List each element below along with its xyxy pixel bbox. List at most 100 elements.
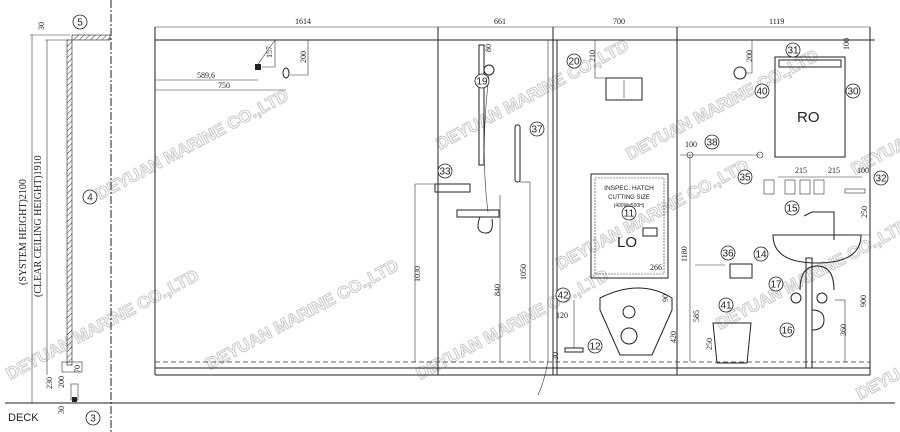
callout-number: 14 (755, 250, 767, 261)
callout-number: 40 (756, 87, 768, 98)
dimension-v: 840 (493, 284, 502, 296)
callout-40: 40 (754, 83, 770, 99)
callout-circle (845, 83, 861, 99)
callout-41: 41 (718, 297, 734, 313)
callout-number: 5 (77, 18, 83, 29)
watermark-text: DEYUAN MARINE CO.,LTD (203, 256, 402, 374)
dimension-v: 200 (299, 51, 308, 63)
room-frame (154, 26, 875, 396)
watermark-text: DEYUAN MARINE CO.,LTD (413, 266, 612, 384)
callout-circle (82, 189, 98, 205)
dimension-v: 230 (45, 377, 54, 389)
callout-circle (85, 410, 101, 426)
dimension-h: 120 (556, 311, 568, 320)
dimension-v: 200 (57, 376, 66, 388)
dimension-v: 90 (661, 294, 670, 302)
callout-circle (718, 297, 734, 313)
callout-number: 30 (847, 87, 859, 98)
dimension-h: 750 (218, 81, 230, 90)
dimension-v: 210 (588, 50, 597, 62)
watermark-text: DEYUAN MARINE CO.,LTD (848, 61, 900, 179)
dimension-v: 100 (842, 38, 851, 50)
callout-circle (753, 246, 769, 262)
callout-number: 32 (875, 174, 887, 185)
dimension-v: 1030 (413, 266, 422, 282)
dimension-v: 200 (745, 50, 754, 62)
callout-circle (566, 53, 582, 69)
dimension-v: 250 (860, 206, 869, 218)
callout-circle (555, 287, 571, 303)
callout-number: 42 (557, 291, 569, 302)
deck-label: DECK (8, 412, 39, 424)
callout-circle (72, 14, 88, 30)
dimension-h: 661 (494, 17, 506, 26)
callout-11: 11 (621, 205, 637, 221)
callout-number: 38 (706, 138, 718, 149)
callout-number: 20 (568, 57, 580, 68)
watermark-text: DEYUAN MARINE CO.,LTD (623, 46, 822, 164)
callout-circle (437, 163, 453, 179)
callout-30: 30 (845, 83, 861, 99)
dimension-h: 215 (828, 166, 840, 175)
callout-circle (737, 169, 753, 185)
dimension-v: 157 (265, 46, 274, 58)
callout-number: 19 (476, 77, 488, 88)
dimension-v: 30 (551, 352, 560, 360)
callout-circle (873, 170, 889, 186)
dimension-v: 250 (705, 338, 714, 350)
callout-circle (754, 83, 770, 99)
lo-label: LO (617, 234, 637, 251)
dimension-v: 420 (669, 331, 678, 343)
callout-33: 33 (437, 163, 453, 179)
callout-4: 4 (82, 189, 98, 205)
dimension-v: 585 (692, 310, 701, 322)
watermark-text: DEYUAN MARINE CO.,LTD (433, 36, 632, 154)
callout-31: 31 (785, 42, 801, 58)
callout-5: 5 (72, 14, 88, 30)
callout-number: 36 (722, 249, 734, 260)
dimension-v: 1180 (680, 246, 689, 262)
callout-15: 15 (784, 200, 800, 216)
callout-14: 14 (753, 246, 769, 262)
dimension-v: 80 (484, 44, 493, 52)
dimension-h: 100 (685, 140, 697, 149)
hatch-note-2: CUTTING SIZE (608, 195, 650, 201)
dimension-h: 215 (795, 166, 807, 175)
dimension-v: 1050 (519, 264, 528, 280)
callout-circle (779, 322, 795, 338)
callout-circle (621, 205, 637, 221)
callout-number: 4 (87, 193, 93, 204)
system-height-label: (SYSTEM HEIGHT)2100 (18, 179, 29, 285)
callout-circle (768, 276, 784, 292)
callout-number: 17 (770, 280, 782, 291)
dimension-h: 100 (857, 166, 869, 175)
dimension-h: 700 (613, 17, 625, 26)
callout-circle (474, 73, 490, 89)
callout-number: 12 (589, 342, 601, 353)
callout-circle (704, 134, 720, 150)
callout-number: 11 (624, 209, 635, 220)
callout-circle (529, 121, 545, 137)
dimension-v: 360 (839, 324, 848, 336)
callout-17: 17 (768, 276, 784, 292)
dimension-h: 1614 (295, 17, 311, 26)
callout-42: 42 (555, 287, 571, 303)
callout-number: 3 (90, 414, 96, 425)
callout-circle (784, 200, 800, 216)
hatch-note-3: (400Wx500H) (614, 203, 645, 209)
dimension-v: 30 (37, 22, 46, 30)
callout-circle (720, 245, 736, 261)
dimension-v: 70 (73, 365, 82, 373)
callout-number: 41 (720, 301, 732, 312)
callout-35: 35 (737, 169, 753, 185)
dimension-v: 900 (859, 295, 868, 307)
callout-3: 3 (85, 410, 101, 426)
dimension-v: 30 (57, 406, 66, 414)
wall-section (5, 0, 895, 432)
callout-circle (785, 42, 801, 58)
callout-16: 16 (779, 322, 795, 338)
callout-32: 32 (873, 170, 889, 186)
